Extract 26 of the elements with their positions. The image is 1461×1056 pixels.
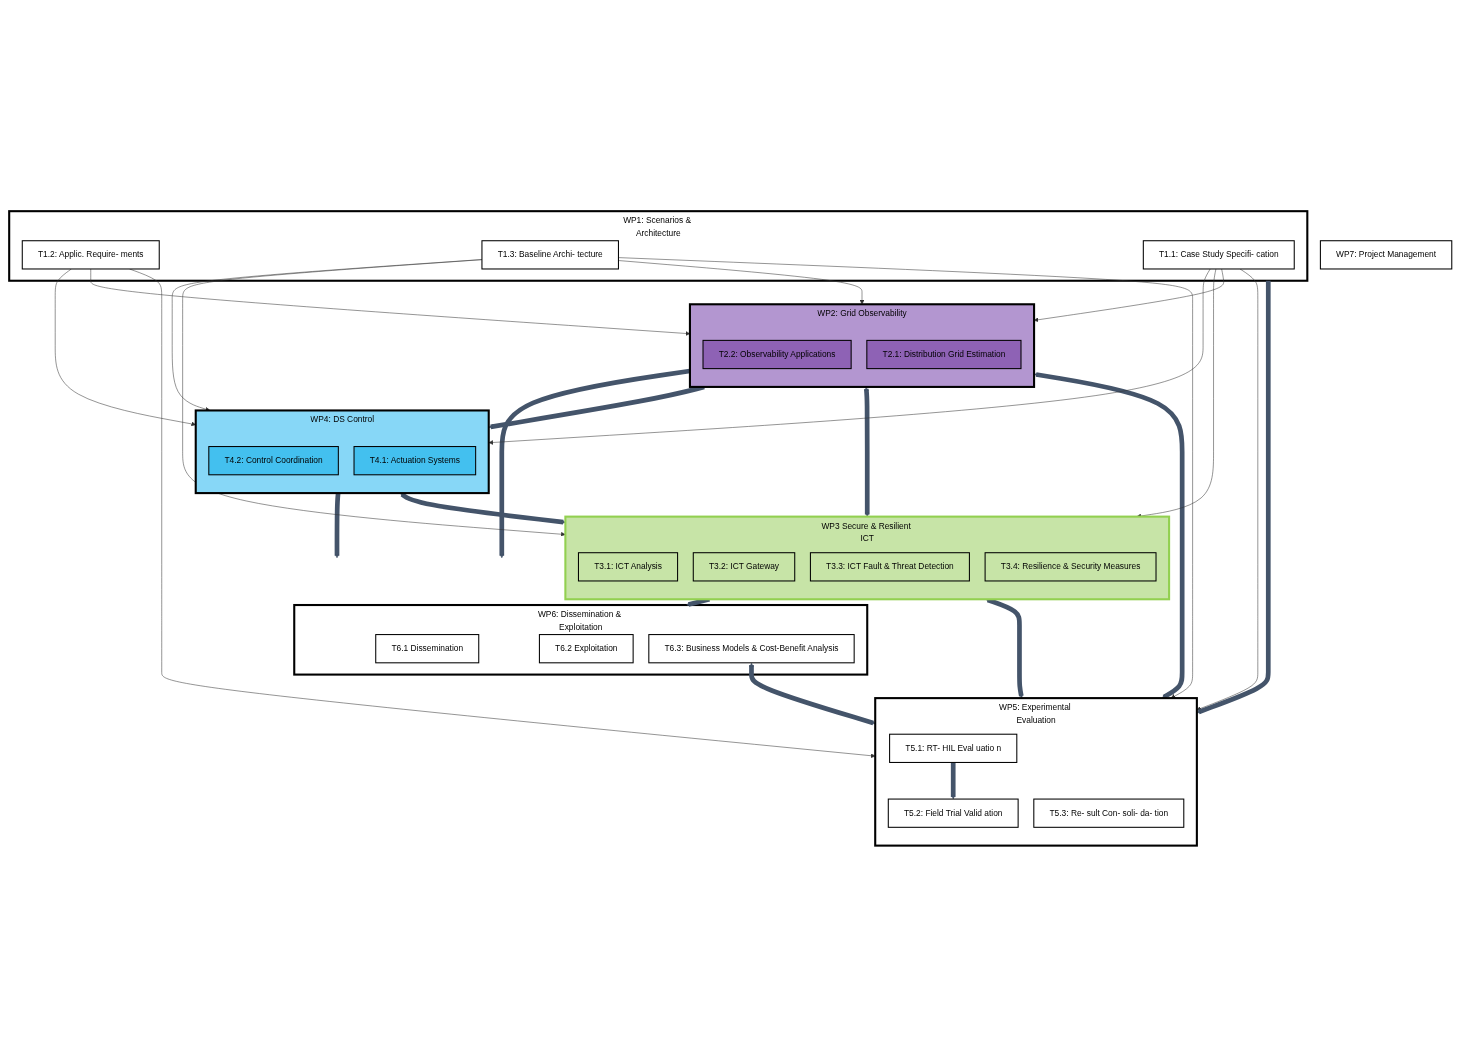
node-box: T4.2: Control Coordination (208, 445, 339, 475)
node-box: WP7: Project Management (1319, 239, 1453, 270)
node-box: T2.2: Observability Applications (702, 339, 852, 369)
node-box: T6.3: Business Models & Cost-Benefit Analysis (648, 633, 855, 663)
node-box: T5.2: Field Trial Valid ation (887, 798, 1019, 828)
node-box: T3.1: ICT Analysis (577, 551, 679, 582)
arrow (749, 662, 876, 725)
arrow (334, 492, 341, 558)
node-box: T3.2: ICT Gateway (692, 551, 796, 582)
arrow (950, 762, 956, 799)
node-box: T5.1: RT- HIL Eval uatio n (889, 733, 1018, 763)
arrow (863, 386, 870, 517)
node-box: T2.1: Distribution Grid Estimation (866, 339, 1022, 369)
arrow (1196, 279, 1271, 714)
node-box: T3.3: ICT Fault & Threat Detection (809, 551, 970, 582)
node-box: T1.2: Applic. Require- ments (21, 239, 160, 270)
node-box: T4.1: Actuation Systems (353, 445, 477, 475)
arrow (1034, 371, 1185, 699)
node-box: T6.1 Dissemination (375, 633, 480, 663)
node-box: T1.3: Baseline Archi- tecture (481, 239, 619, 270)
node-box: T6.2 Exploitation (538, 633, 634, 663)
node-box: T1.1: Case Study Specifi- cation (1142, 239, 1295, 270)
arrow (400, 492, 566, 525)
arrow (985, 597, 1024, 698)
node-box: T3.4: Resilience & Security Measures (984, 551, 1157, 582)
node-box: T5.3: Re- sult Con- soli- da- tion (1033, 798, 1185, 828)
